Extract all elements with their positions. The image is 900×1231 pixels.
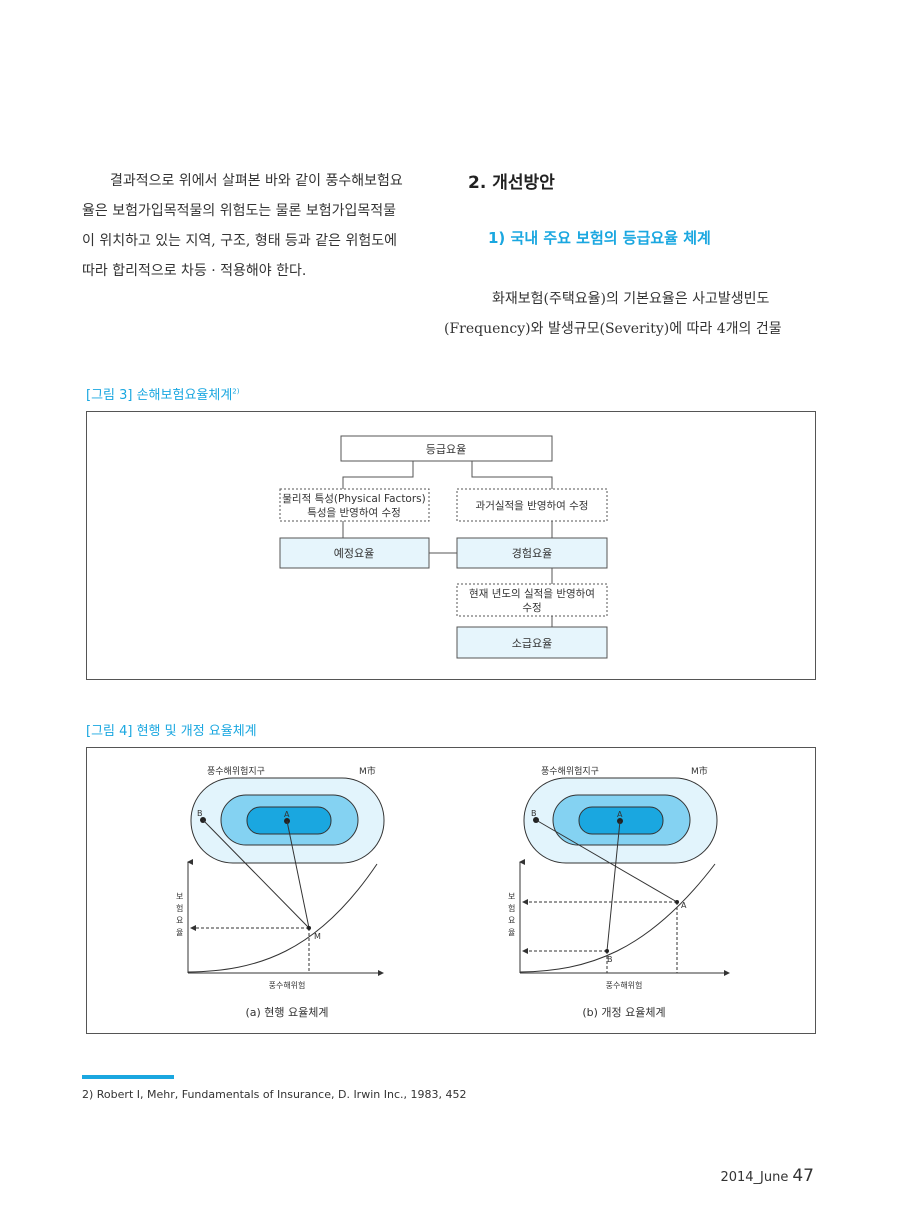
figure3-connectors <box>342 461 553 627</box>
figure3-caption-footnote-ref: 2) <box>232 387 240 396</box>
panel-a-point-m <box>307 926 311 930</box>
panel-b-y-label-4: 율 <box>508 928 515 937</box>
page-number: 47 <box>792 1166 814 1186</box>
figure4-caption: [그림 4] 현행 및 개정 요율체계 <box>86 724 257 739</box>
panel-b-curve-label-b: B <box>607 955 613 964</box>
panel-a-y-label-4: 율 <box>176 928 183 937</box>
panel-b-y-label-3: 요 <box>508 916 515 925</box>
panel-a-x-label: 풍수해위험 <box>269 980 306 990</box>
panel-b-curve-label-a: A <box>681 901 687 910</box>
panel-a-rate-curve <box>187 863 378 973</box>
figure3-retro-rate-label: 소급요율 <box>512 637 552 650</box>
left-paragraph: 결과적으로 위에서 살펴본 바와 같이 풍수해보험요 율은 보험가입목적물의 위… <box>82 166 438 286</box>
panel-a-city-label: M市 <box>359 765 376 777</box>
panel-a-line-b-m <box>202 819 310 929</box>
panel-a-zone-label: 풍수해위험지구 <box>207 766 265 777</box>
panel-b-city-label: M市 <box>691 765 708 777</box>
figure3-left-note-line1: 물리적 특성(Physical Factors) <box>282 493 426 505</box>
figure4-diagram: 풍수해위험지구 M市 A B M 보 험 요 <box>176 765 730 1019</box>
panel-b-y-label-2: 험 <box>508 904 515 913</box>
figure3-left-note <box>279 488 430 522</box>
right-paragraph-line: (Frequency)와 발생규모(Severity)에 따라 4개의 건물 <box>444 321 782 337</box>
figure3-left-rate-label: 예정요율 <box>334 547 374 560</box>
figure3-left-note-line2: 특성을 반영하여 수정 <box>307 506 401 519</box>
panel-a-line-a-m <box>286 820 310 929</box>
figure3-top-box <box>340 435 553 462</box>
figure3-top-box-label: 등급요율 <box>426 443 466 456</box>
figure3-left-rate-box <box>279 537 430 569</box>
panel-a-y-label-3: 요 <box>176 916 183 925</box>
figure3-box: 등급요율 물리적 특성(Physical Factors) 특성을 반영하여 수… <box>86 411 816 680</box>
left-paragraph-line: 율은 보험가입목적물의 위험도는 물론 보험가입목적물 <box>82 203 397 219</box>
figure3-current-note-line1: 현재 년도의 실적을 반영하여 <box>469 587 595 600</box>
panel-b-subcaption: (b) 개정 요율체계 <box>582 1006 665 1019</box>
panel-b-curve-point-a <box>675 900 679 904</box>
panel-b-rate-curve <box>519 863 716 973</box>
subsection-title: 1) 국내 주요 보험의 등급요율 체계 <box>488 229 711 247</box>
panel-b-y-label-1: 보 <box>508 892 515 901</box>
panel-b-curve-point-b <box>605 949 609 953</box>
panel-a-point-b-label: B <box>197 809 203 818</box>
figure3-caption-text: [그림 3] 손해보험요율체계 <box>86 388 233 403</box>
right-paragraph: 화재보험(주택요율)의 기본요율은 사고발생빈도 (Frequency)와 발생… <box>444 284 814 344</box>
panel-a-curve-label: M <box>314 932 321 941</box>
figure3-current-note <box>456 583 608 617</box>
figure4-panel-a: 풍수해위험지구 M市 A B M 보 험 요 <box>176 765 385 1019</box>
figure4-panel-b: 풍수해위험지구 M市 A B A <box>508 765 730 1019</box>
footer-date: 2014_June <box>720 1170 789 1185</box>
panel-a-y-label-2: 험 <box>176 904 183 913</box>
panel-b-zone-label: 풍수해위험지구 <box>541 766 599 777</box>
panel-b-x-label: 풍수해위험 <box>606 980 643 990</box>
panel-b-point-a-label: A <box>617 810 623 819</box>
figure3-retro-rate-box <box>456 626 608 659</box>
left-paragraph-line: 이 위치하고 있는 지역, 구조, 형태 등과 같은 위험도에 <box>82 233 397 249</box>
left-paragraph-line: 따라 합리적으로 차등 · 적용해야 한다. <box>82 263 307 279</box>
footnote-divider <box>82 1075 174 1079</box>
figure3-flowchart: 등급요율 물리적 특성(Physical Factors) 특성을 반영하여 수… <box>279 435 608 659</box>
panel-a-point-a-label: A <box>284 810 290 819</box>
panel-b-line-a-b <box>606 820 621 952</box>
figure3-caption: [그림 3] 손해보험요율체계2) <box>86 384 239 403</box>
panel-a-subcaption: (a) 현행 요율체계 <box>245 1006 328 1019</box>
figure3-right-note-label: 과거실적을 반영하여 수정 <box>476 499 589 512</box>
panel-a-y-label-1: 보 <box>176 892 183 901</box>
footnote: 2) Robert I, Mehr, Fundamentals of Insur… <box>82 1088 467 1101</box>
left-paragraph-line: 결과적으로 위에서 살펴본 바와 같이 풍수해보험요 <box>110 173 403 189</box>
panel-b-line-b-a <box>535 819 678 903</box>
right-paragraph-line: 화재보험(주택요율)의 기본요율은 사고발생빈도 <box>492 291 770 307</box>
figure3-right-rate-box <box>456 537 608 569</box>
figure4-box: 풍수해위험지구 M市 A B M 보 험 요 <box>86 747 816 1034</box>
figure3-current-note-line2: 수정 <box>522 602 541 614</box>
panel-b-point-b-label: B <box>531 809 537 818</box>
figure3-right-rate-label: 경험요율 <box>512 547 552 560</box>
section-title: 2. 개선방안 <box>468 173 555 193</box>
figure3-right-note <box>456 488 608 522</box>
